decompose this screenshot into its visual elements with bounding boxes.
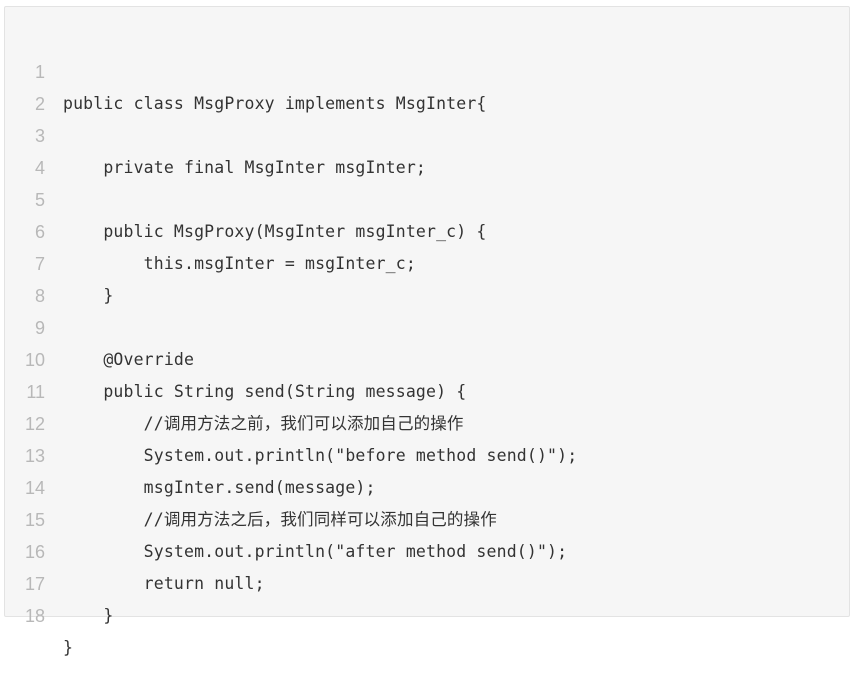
line-number: 15	[24, 510, 45, 530]
code-line: 5 public MsgProxy(MsgInter msgInter_c) {	[5, 152, 486, 241]
code-line: 16 return null;	[5, 504, 265, 593]
code-line: 1 public class MsgProxy implements MsgIn…	[5, 24, 486, 113]
line-code: //调用方法之后，我们同样可以添加自己的操作	[63, 510, 497, 529]
code-line: 18 }	[5, 568, 73, 657]
code-line: 12 System.out.println("before method sen…	[5, 376, 577, 465]
line-number: 6	[34, 222, 45, 242]
line-number: 14	[24, 478, 45, 498]
code-line: 13 msgInter.send(message);	[5, 408, 375, 497]
code-line: 15 System.out.println("after method send…	[5, 472, 567, 561]
line-number: 5	[34, 190, 45, 210]
line-code: //调用方法之前，我们可以添加自己的操作	[63, 414, 464, 433]
code-line: 11 //调用方法之前，我们可以添加自己的操作	[5, 344, 463, 433]
line-code: }	[63, 286, 114, 305]
code-lines: 1 public class MsgProxy implements MsgIn…	[5, 24, 577, 657]
line-number: 1	[34, 62, 45, 82]
line-code: public MsgProxy(MsgInter msgInter_c) {	[63, 222, 487, 241]
line-code: public class MsgProxy implements MsgInte…	[63, 94, 487, 113]
line-number: 17	[24, 574, 45, 594]
line-code: this.msgInter = msgInter_c;	[63, 254, 416, 273]
code-line: 14 //调用方法之后，我们同样可以添加自己的操作	[5, 440, 497, 529]
line-code: @Override	[63, 350, 195, 369]
line-code: msgInter.send(message);	[63, 478, 376, 497]
line-code: return null;	[63, 574, 265, 593]
line-number: 9	[34, 318, 45, 338]
code-line: 10 public String send(String message) {	[5, 312, 466, 401]
line-code: }	[63, 638, 74, 657]
code-line: 9 @Override	[5, 280, 194, 369]
code-line: 7 }	[5, 216, 113, 305]
line-code: public String send(String message) {	[63, 382, 467, 401]
code-line: 6 this.msgInter = msgInter_c;	[5, 184, 416, 273]
code-line: 17 }	[5, 536, 113, 625]
line-number: 3	[34, 126, 45, 146]
line-number: 2	[34, 94, 45, 114]
line-code: System.out.println("before method send()…	[63, 446, 578, 465]
line-number: 4	[34, 158, 45, 178]
line-code: private final MsgInter msgInter;	[63, 158, 427, 177]
line-code: System.out.println("after method send()"…	[63, 542, 568, 561]
line-code: }	[63, 606, 114, 625]
line-number: 18	[24, 606, 45, 626]
code-line: 3 private final MsgInter msgInter;	[5, 88, 426, 177]
code-line: 8	[5, 248, 45, 306]
line-number: 13	[24, 446, 45, 466]
line-number: 16	[24, 542, 45, 562]
code-line: 2	[5, 56, 45, 114]
line-number: 12	[24, 414, 45, 434]
line-number: 10	[24, 350, 45, 370]
line-number: 7	[34, 254, 45, 274]
line-number: 11	[26, 382, 45, 402]
code-line: 4	[5, 120, 45, 178]
code-block: 1 public class MsgProxy implements MsgIn…	[4, 6, 850, 657]
line-number: 8	[34, 286, 45, 306]
